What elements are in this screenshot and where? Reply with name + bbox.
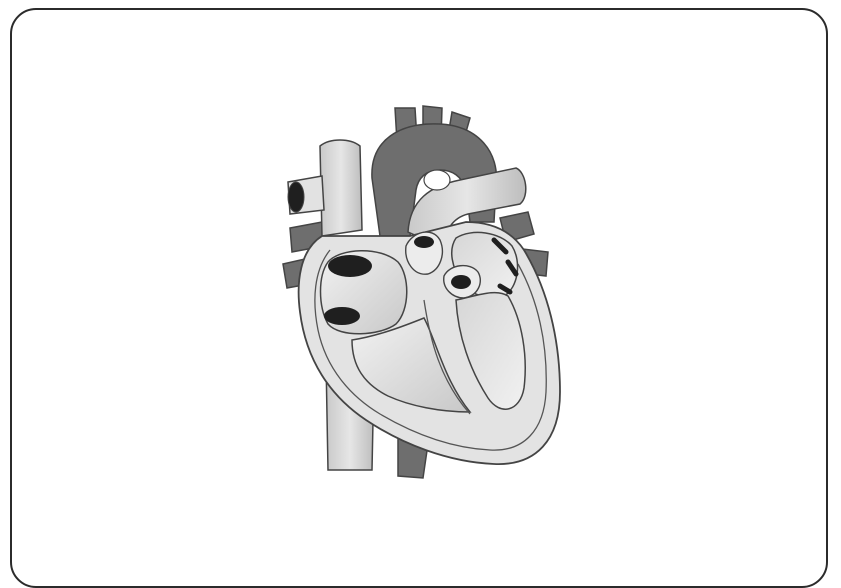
heart-diagram [0, 0, 841, 573]
atrium-opening-top [328, 255, 372, 277]
superior-vena-cava [320, 140, 362, 236]
atrium-opening-bottom [324, 307, 360, 325]
left-vessel-stub [288, 176, 324, 214]
pulmonary-opening [424, 170, 450, 190]
